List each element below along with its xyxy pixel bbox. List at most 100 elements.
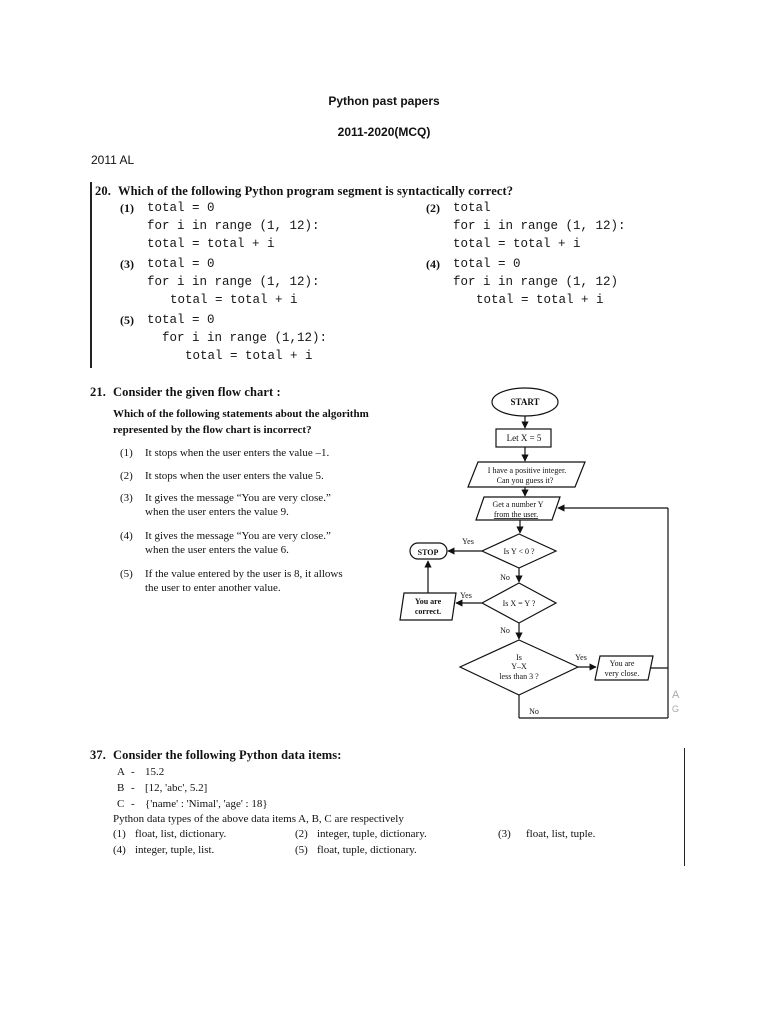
q21-option-4-line-1: It gives the message “You are very close…: [145, 530, 331, 542]
q37-item-a-value: 15.2: [145, 766, 165, 778]
q21-prompt-line-2-text: represented by the flow chart is: [113, 424, 264, 436]
fc-close-line-2: very close.: [605, 669, 640, 678]
q20-option-5-line-1: total = 0: [147, 313, 215, 327]
fc-msg1-line-2: Can you guess it?: [497, 476, 554, 485]
q37-item-c-value: {'name' : 'Nimal', 'age' : 18}: [145, 798, 268, 810]
fc-close-line-1: You are: [610, 659, 635, 668]
fc-dec2-no: No: [500, 626, 510, 635]
fc-correct-line-2: correct.: [415, 607, 441, 616]
q21-option-5-label: (5): [120, 568, 133, 580]
page-title: Python past papers: [328, 94, 440, 108]
input-shape: [475, 496, 561, 521]
fc-input-line-1: Get a number Y: [492, 500, 543, 509]
page-subtitle: 2011-2020(MCQ): [337, 125, 431, 139]
q37-option-3-label: (3): [498, 828, 511, 840]
question-20: 20. Which of the following Python progra…: [90, 182, 650, 372]
q20-option-3-line-2: for i in range (1, 12):: [147, 275, 320, 289]
q37-option-1-text: float, list, dictionary.: [135, 828, 227, 840]
q21-option-4-label: (4): [120, 530, 133, 542]
fc-start-label: START: [510, 397, 539, 407]
fc-dec2-label: Is X = Y ?: [503, 599, 536, 608]
message-output-shape: [467, 461, 586, 488]
q20-option-1-label: (1): [120, 201, 134, 215]
q37-margin-rule: [683, 748, 685, 866]
q21-option-2-label: (2): [120, 470, 133, 482]
q20-option-1-line-3: total = total + i: [147, 237, 275, 251]
q20-text: Which of the following Python program se…: [118, 184, 514, 198]
q21-option-4-line-2: when the user enters the value 6.: [145, 544, 289, 556]
q20-option-3-label: (3): [120, 257, 134, 271]
q20-option-2-line-3: total = total + i: [453, 237, 581, 251]
q37-option-5-label: (5): [295, 844, 308, 856]
q37-item-c-key: C: [117, 798, 125, 810]
q20-option-4-line-3: total = total + i: [476, 293, 604, 307]
q37-item-b-key: B: [117, 782, 125, 794]
q20-number: 20.: [95, 184, 111, 198]
q20-margin-rule: [90, 182, 92, 368]
q20-option-4-line-1: total = 0: [453, 257, 521, 271]
q20-option-4-line-2: for i in range (1, 12): [453, 275, 619, 289]
q37-text: Consider the following Python data items…: [113, 748, 342, 762]
stop-terminator: [409, 542, 448, 560]
fc-stop-label: STOP: [418, 548, 439, 557]
q21-option-5-line-1: If the value entered by the user is 8, i…: [145, 568, 343, 580]
q21-text: Consider the given flow chart :: [113, 385, 281, 399]
q20-option-3-line-1: total = 0: [147, 257, 215, 271]
q21-option-5-line-2: the user to enter another value.: [145, 582, 281, 594]
q21-prompt-emphasis: incorrect: [263, 424, 307, 436]
q21-prompt-line-1: Which of the following statements about …: [113, 408, 369, 420]
q37-number: 37.: [90, 748, 106, 762]
q37-option-5-text: float, tuple, dictionary.: [317, 844, 417, 856]
q20-option-2-line-1: total: [453, 201, 491, 215]
q37-option-3-text: float, list, tuple.: [526, 828, 596, 840]
section-heading: 2011 AL: [91, 153, 135, 167]
q21-option-1-label: (1): [120, 447, 133, 459]
q20-option-4-label: (4): [426, 257, 440, 271]
fc-msg1-line-1: I have a positive integer.: [488, 466, 566, 475]
fc-dec1-no: No: [500, 573, 510, 582]
q37-item-b-value: [12, 'abc', 5.2]: [145, 782, 208, 794]
correct-output-shape: [399, 592, 457, 621]
flowchart: START Let X = 5 I have a positive intege…: [399, 387, 680, 719]
q20-option-1-line-1: total = 0: [147, 201, 215, 215]
fc-dec1-yes: Yes: [462, 537, 474, 546]
close-output-shape: [594, 655, 654, 681]
q21-option-3-label: (3): [120, 492, 133, 504]
fc-dec3-no: No: [529, 707, 539, 716]
q20-option-5-label: (5): [120, 313, 134, 327]
q20-option-3-line-3: total = total + i: [170, 293, 298, 307]
q37-item-a-key: A: [117, 766, 125, 778]
q37-option-1-label: (1): [113, 828, 126, 840]
fc-dec3-line-2: Y–X: [511, 662, 527, 671]
fc-dec3-yes: Yes: [575, 653, 587, 662]
q20-option-1-line-2: for i in range (1, 12):: [147, 219, 320, 233]
q21-option-3-line-1: It gives the message “You are very close…: [145, 492, 331, 504]
q21-option-2-text: It stops when the user enters the value …: [145, 470, 324, 482]
q37-option-4-text: integer, tuple, list.: [135, 844, 215, 856]
q37-prompt: Python data types of the above data item…: [113, 813, 404, 825]
fc-dec2-yes: Yes: [460, 591, 472, 600]
q21-prompt-end: ?: [306, 424, 312, 436]
edge-letter-a: A: [672, 689, 680, 701]
q20-option-5-line-3: total = total + i: [185, 349, 313, 363]
q20-option-2-line-2: for i in range (1, 12):: [453, 219, 626, 233]
q21-option-1-text: It stops when the user enters the value …: [145, 447, 330, 459]
fc-let-label: Let X = 5: [507, 433, 542, 443]
q37-option-4-label: (4): [113, 844, 126, 856]
fc-correct-line-1: You are: [415, 597, 442, 606]
fc-input-line-2: from the user.: [494, 510, 538, 519]
edge-letter-g: G: [672, 704, 679, 714]
question-37: 37. Consider the following Python data i…: [90, 748, 685, 868]
fc-dec1-label: Is Y < 0 ?: [503, 547, 534, 556]
fc-dec3-line-1: Is: [516, 653, 522, 662]
fc-dec3-line-3: less than 3 ?: [499, 672, 539, 681]
q37-option-2-label: (2): [295, 828, 308, 840]
q21-option-3-line-2: when the user enters the value 9.: [145, 506, 289, 518]
q37-option-2-text: integer, tuple, dictionary.: [317, 828, 427, 840]
question-21: 21. Consider the given flow chart : Whic…: [90, 385, 420, 615]
q20-option-5-line-2: for i in range (1,12):: [162, 331, 328, 345]
q20-option-2-label: (2): [426, 201, 440, 215]
let-process-box: [495, 428, 552, 448]
q21-number: 21.: [90, 385, 106, 399]
q21-prompt-line-2: represented by the flow chart is incorre…: [113, 424, 312, 436]
